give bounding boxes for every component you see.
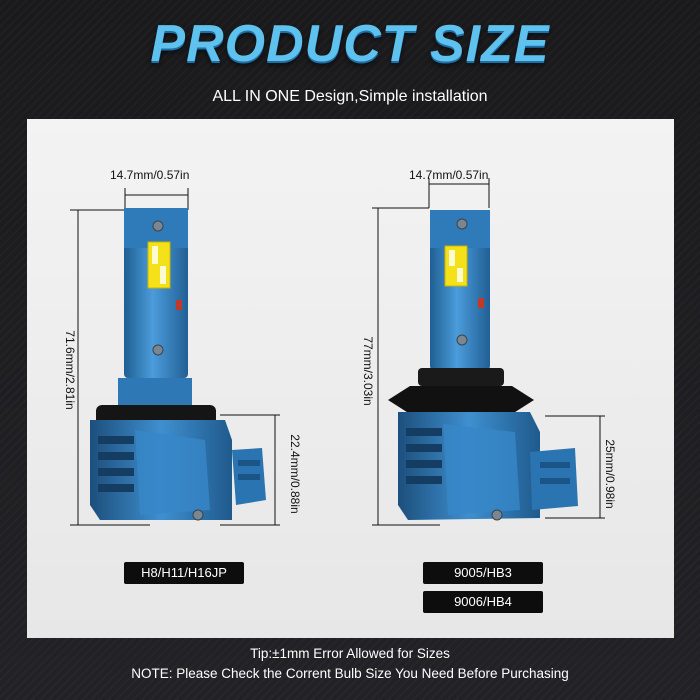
right-bulb [372,178,605,526]
right-height-dimension: 77mm/3.03in [361,336,375,406]
right-width-dimension: 14.7mm/0.57in [409,168,489,182]
tip-text: Tip:±1mm Error Allowed for Sizes [250,646,450,661]
left-width-dimension: 14.7mm/0.57in [110,168,190,182]
right-model-label-1: 9005/HB3 [423,562,543,584]
right-base-dimension: 25mm/0.98in [603,439,617,509]
right-model-label-2: 9006/HB4 [423,591,543,613]
note-text: NOTE: Please Check the Corrent Bulb Size… [131,666,569,681]
page-title: PRODUCT SIZE [150,15,550,73]
left-bulb [70,188,280,526]
left-height-dimension: 71.6mm/2.81in [63,330,77,410]
left-model-label: H8/H11/H16JP [124,562,244,584]
page-subtitle: ALL IN ONE Design,Simple installation [212,88,488,105]
left-base-dimension: 22.4mm/0.88in [288,434,302,514]
